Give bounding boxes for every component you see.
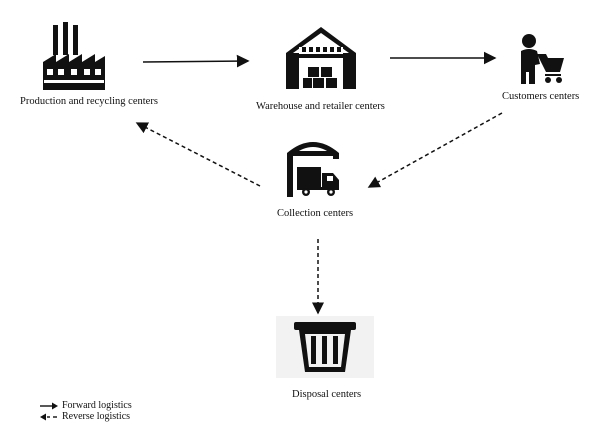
legend-forward-label: Forward logistics — [62, 400, 132, 411]
dashed-arrow-icon — [40, 413, 57, 420]
customers-label: Customers centers — [502, 91, 580, 102]
customer-cart-icon — [521, 34, 564, 84]
production-label: Production and recycling centers — [20, 96, 158, 107]
solid-arrow-icon — [40, 402, 58, 409]
legend-reverse: Reverse logistics — [40, 411, 130, 422]
legend-reverse-label: Reverse logistics — [62, 411, 131, 422]
reverse-arrow-collection-production — [135, 122, 261, 187]
factory-icon — [43, 22, 105, 90]
warehouse-label: Warehouse and retailer centers — [256, 101, 385, 112]
legend-forward: Forward logistics — [40, 400, 132, 411]
disposal-label: Disposal centers — [292, 389, 362, 400]
collection-label: Collection centers — [277, 208, 354, 219]
forward-arrow-production-warehouse — [142, 54, 250, 68]
reverse-arrow-customers-collection — [367, 112, 503, 188]
collection-truck-icon — [287, 142, 339, 197]
warehouse-icon — [286, 27, 356, 89]
trash-bin-icon — [294, 322, 356, 372]
